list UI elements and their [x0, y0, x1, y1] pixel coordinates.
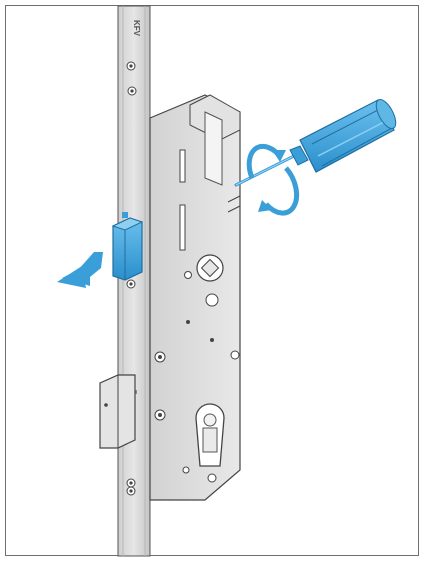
faceplate-screw-holes [126, 61, 137, 496]
lock-case [149, 94, 241, 501]
deadbolt-block [99, 374, 136, 449]
cylinder-hole-icon [195, 403, 225, 467]
faceplate: KFV [117, 5, 151, 557]
latch-icon [111, 212, 144, 281]
square-follower-icon [196, 254, 224, 282]
rotation-arrow-icon [246, 143, 300, 216]
brand-mark: KFV [132, 20, 141, 37]
screwdriver-icon [234, 98, 397, 187]
arrow-left-icon [57, 252, 103, 288]
illustration-frame [5, 5, 419, 556]
